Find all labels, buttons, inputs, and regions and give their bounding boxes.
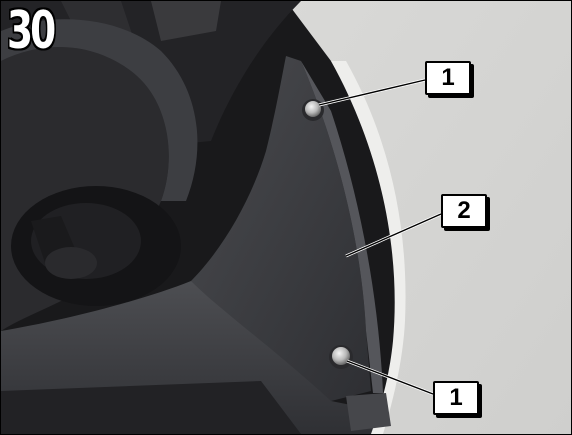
step-number: 30 bbox=[7, 1, 56, 61]
callout-screw-bottom: 1 bbox=[433, 381, 479, 415]
callout-panel: 2 bbox=[441, 194, 487, 228]
callout-screw-top: 1 bbox=[425, 61, 471, 95]
